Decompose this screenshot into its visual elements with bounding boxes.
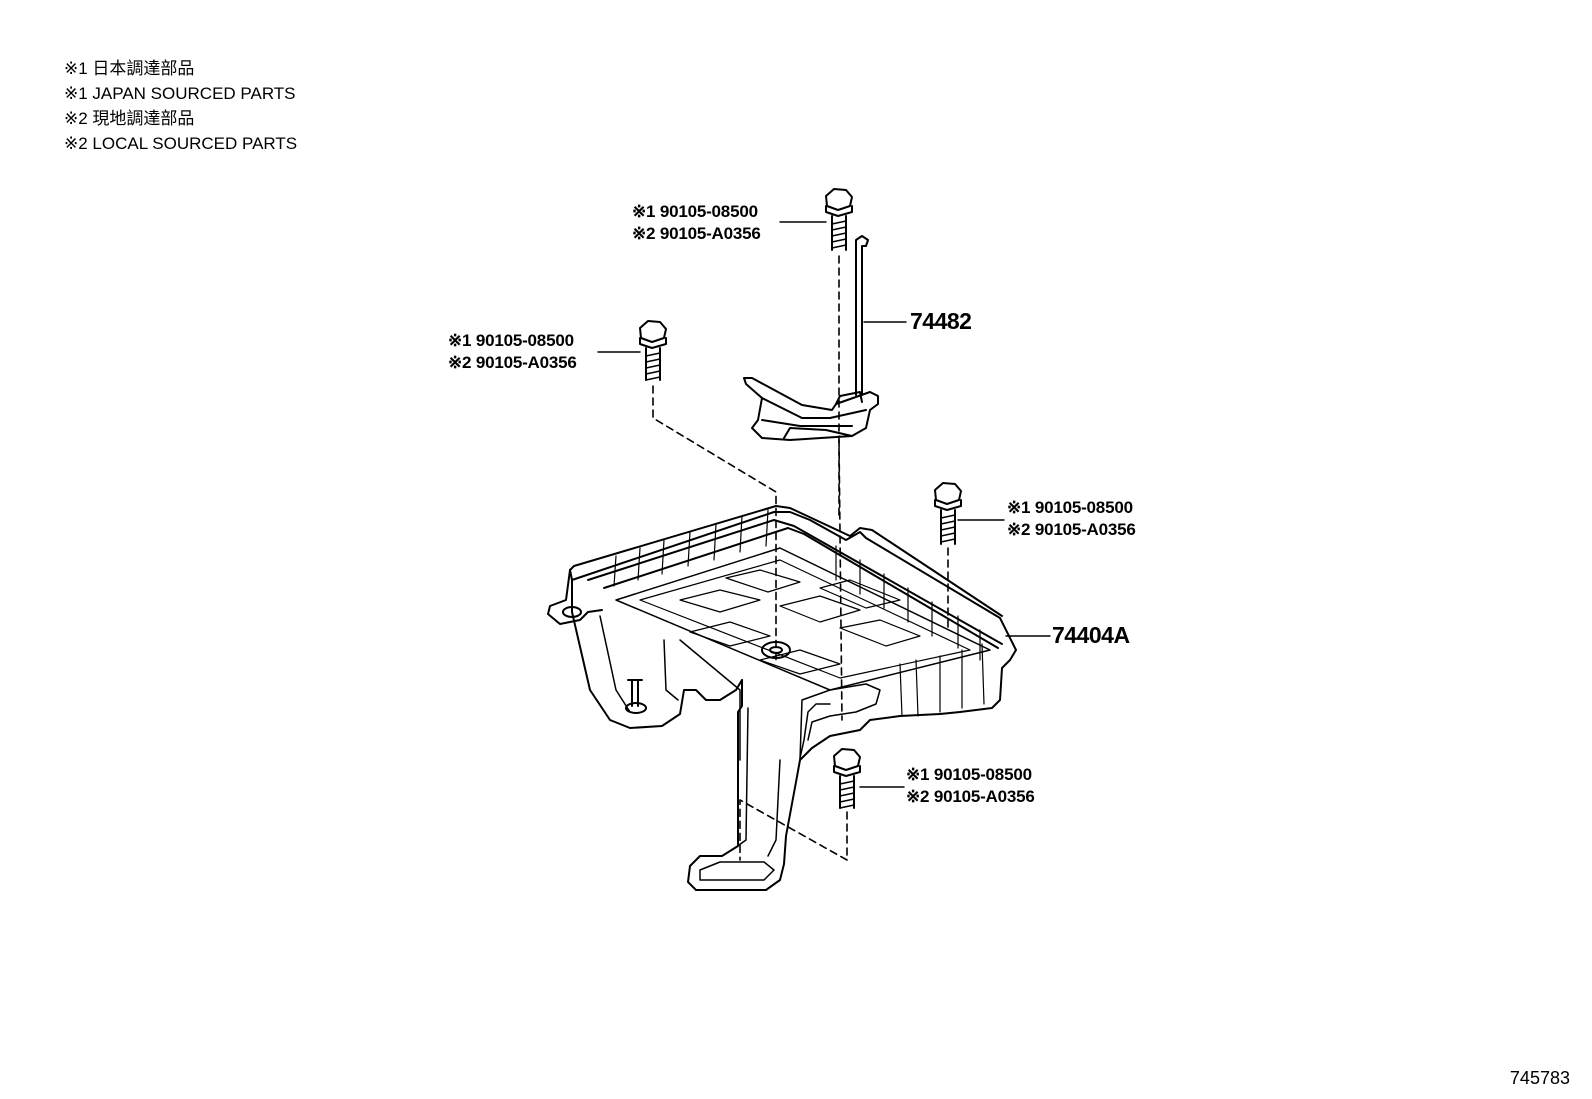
bolt-right-japan-partno: ※1 90105-08500 — [1007, 498, 1133, 517]
bolt-top-local-partno: ※2 90105-A0356 — [632, 224, 761, 243]
bolt-right-icon[interactable] — [934, 482, 962, 545]
clamp-rod-partno[interactable]: 74482 — [910, 308, 972, 334]
legend-japan-en: ※1 JAPAN SOURCED PARTS — [64, 84, 296, 103]
battery-tray-drawing[interactable] — [547, 505, 1017, 891]
legend-japan-jp: ※1 日本調達部品 — [64, 59, 195, 78]
battery-tray-partno[interactable]: 74404A — [1052, 622, 1130, 648]
bolt-bottom-icon[interactable] — [833, 748, 861, 809]
bolt-top-icon[interactable] — [825, 188, 853, 251]
bolt-top-japan-partno: ※1 90105-08500 — [632, 202, 758, 221]
bolt-left-japan-partno: ※1 90105-08500 — [448, 331, 574, 350]
bolt-top-callout[interactable]: ※1 90105-08500 ※2 90105-A0356 — [632, 201, 761, 245]
bolt-left-local-partno: ※2 90105-A0356 — [448, 353, 577, 372]
diagram-id: 745783 — [1509, 1068, 1570, 1088]
sourcing-legend: ※1 日本調達部品 ※1 JAPAN SOURCED PARTS ※2 現地調達… — [64, 56, 297, 156]
bolt-right-callout[interactable]: ※1 90105-08500 ※2 90105-A0356 — [1007, 497, 1136, 541]
clamp-bracket-drawing[interactable] — [743, 377, 879, 441]
legend-local-en: ※2 LOCAL SOURCED PARTS — [64, 134, 298, 153]
assembly-guide-lines — [652, 255, 949, 861]
bolt-right-local-partno: ※2 90105-A0356 — [1007, 520, 1136, 539]
leader-lines — [597, 221, 1051, 788]
bolt-bottom-japan-partno: ※1 90105-08500 — [906, 765, 1032, 784]
bolt-bottom-local-partno: ※2 90105-A0356 — [906, 787, 1035, 806]
legend-local-jp: ※2 現地調達部品 — [64, 109, 195, 128]
bolt-left-callout[interactable]: ※1 90105-08500 ※2 90105-A0356 — [448, 330, 577, 374]
bolt-left-icon[interactable] — [639, 320, 667, 381]
clamp-rod-drawing[interactable] — [855, 235, 869, 396]
bolt-bottom-callout[interactable]: ※1 90105-08500 ※2 90105-A0356 — [906, 764, 1035, 808]
